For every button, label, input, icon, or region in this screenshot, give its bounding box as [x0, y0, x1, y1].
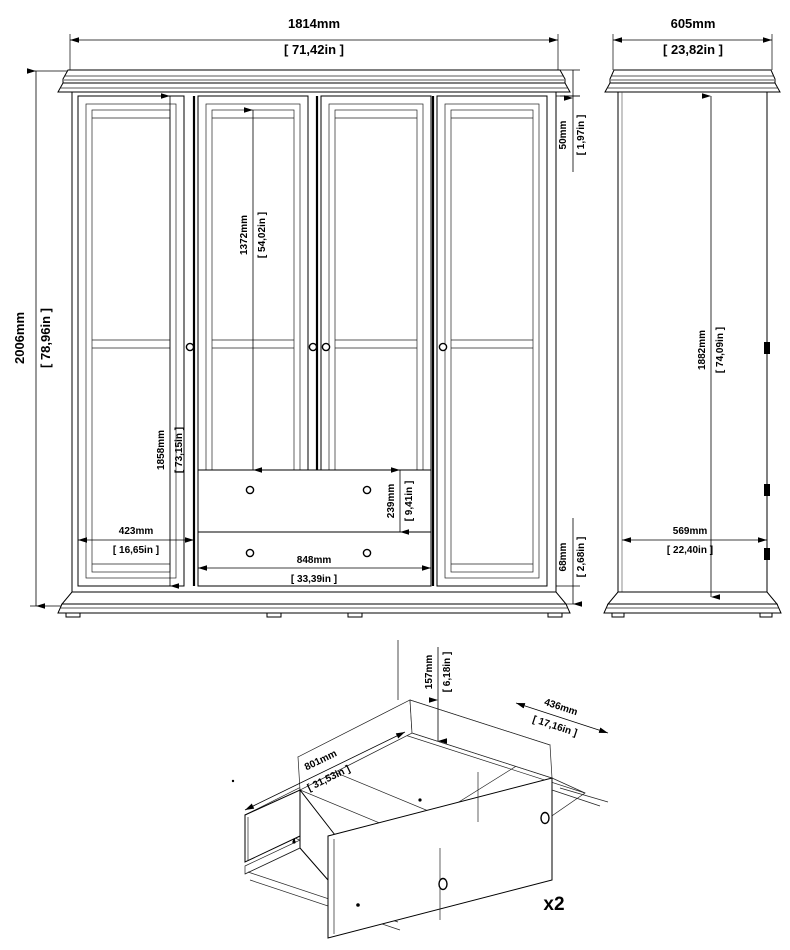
dim-side-inner-h-in: [ 74,09in ]: [715, 327, 726, 373]
drawer-knob-upper-left[interactable]: [245, 485, 255, 495]
front-door-1[interactable]: [77, 95, 196, 587]
front-plinth: [57, 591, 571, 618]
side-cornice: [604, 69, 781, 93]
dim-drawer-height-in: [ 9,41in ]: [404, 481, 415, 522]
dimension-side-door-height: 1858mm [ 73,15in ]: [156, 93, 185, 589]
dimension-door-upper-panel: 1372mm [ 54,02in ]: [239, 107, 268, 473]
dim-drawer-width-in: [ 33,39in ]: [291, 574, 337, 585]
hinge-icon-bottom: [764, 548, 770, 560]
dimension-drawer-width: 848mm [ 33,39in ]: [198, 555, 431, 585]
dim-front-height-in: [ 78,96in ]: [38, 308, 53, 368]
drawer-detail-knob-left[interactable]: [438, 877, 448, 891]
drawer-knob-lower-right[interactable]: [362, 548, 372, 558]
dimension-front-width: 1814mm [ 71,42in ]: [69, 16, 559, 70]
dim-cornice-mm: 50mm: [558, 120, 569, 149]
front-door-4[interactable]: [436, 95, 548, 587]
dim-side-depth-in: [ 22,40in ]: [667, 545, 713, 556]
dim-plinth-in: [ 2,68in ]: [576, 537, 587, 578]
dim-side-inner-h-mm: 1882mm: [697, 330, 708, 370]
dim-door-width-in: [ 16,65in ]: [113, 545, 159, 556]
side-elevation-view: 605mm [ 23,82in ]: [603, 16, 782, 618]
door-knob-2[interactable]: [308, 342, 318, 352]
dim-side-door-in: [ 73,15in ]: [174, 427, 185, 473]
front-cornice: [57, 69, 571, 93]
drawer-quantity-label: x2: [543, 894, 564, 915]
dimension-side-inner-height: 1882mm [ 74,09in ]: [697, 93, 726, 600]
dimension-drawer-height: 239mm [ 9,41in ]: [386, 467, 415, 535]
dim-plinth-mm: 68mm: [558, 542, 569, 571]
drawer-knob-upper-right[interactable]: [362, 485, 372, 495]
dim-front-height-mm: 2006mm: [12, 312, 27, 364]
side-carcass: [617, 91, 768, 593]
dim-drawer-det-h-in: [ 6,18in ]: [442, 652, 453, 693]
dimension-side-inner-depth: 569mm [ 22,40in ]: [622, 526, 767, 556]
dimension-cornice-height: 50mm [ 1,97in ]: [556, 69, 587, 172]
dim-door-width-mm: 423mm: [119, 526, 154, 537]
drawer-detail-view: 157mm [ 6,18in ] 801mm [ 31,53in ] 436mm…: [231, 640, 609, 939]
dim-door-upper-mm: 1372mm: [239, 215, 250, 255]
dim-door-upper-in: [ 54,02in ]: [257, 212, 268, 258]
dim-side-depth-mm: 569mm: [673, 526, 708, 537]
fixing-hole-4: [292, 838, 296, 842]
dim-drawer-det-h-mm: 157mm: [424, 655, 435, 690]
front-drawer-lower[interactable]: [197, 531, 432, 587]
fixing-hole-1: [418, 798, 422, 802]
dim-cornice-in: [ 1,97in ]: [576, 115, 587, 156]
hinge-icon-middle: [764, 342, 770, 354]
dimension-drawer-depth: 436mm [ 17,16in ]: [515, 697, 609, 739]
dimension-plinth-height: 68mm [ 2,68in ]: [556, 518, 587, 607]
hinge-icon-lower: [764, 484, 770, 496]
dim-side-width-mm: 605mm: [671, 16, 716, 31]
dim-side-door-mm: 1858mm: [156, 430, 167, 470]
door-knob-3[interactable]: [321, 342, 331, 352]
fixing-hole-2: [356, 903, 360, 907]
side-hinges: [764, 342, 770, 560]
dim-front-width-mm: 1814mm: [288, 16, 340, 31]
side-plinth: [603, 591, 782, 618]
dim-side-width-in: [ 23,82in ]: [663, 42, 723, 57]
dim-drawer-height-mm: 239mm: [386, 484, 397, 519]
dim-drawer-depth-in: [ 17,16in ]: [531, 714, 578, 739]
dim-drawer-width-mm: 848mm: [297, 555, 332, 566]
front-elevation-view: 1814mm [ 71,42in ] 2006mm [ 78,96in ]: [12, 16, 587, 618]
drawer-knob-lower-left[interactable]: [245, 548, 255, 558]
dimension-door-width: 423mm [ 16,65in ]: [78, 526, 194, 556]
door-knob-4[interactable]: [438, 342, 448, 352]
dimension-drawer-detail-height: 157mm [ 6,18in ]: [397, 640, 453, 744]
dim-drawer-depth-mm: 436mm: [543, 697, 579, 718]
dimension-front-height: 2006mm [ 78,96in ]: [12, 68, 74, 609]
door-knob-1[interactable]: [185, 342, 195, 352]
dimension-side-width: 605mm [ 23,82in ]: [612, 16, 773, 70]
dim-front-width-in: [ 71,42in ]: [284, 42, 344, 57]
fixing-hole-5: [231, 779, 235, 783]
drawer-detail-knob-right[interactable]: [540, 811, 550, 825]
fixing-hole-3: [292, 840, 296, 844]
